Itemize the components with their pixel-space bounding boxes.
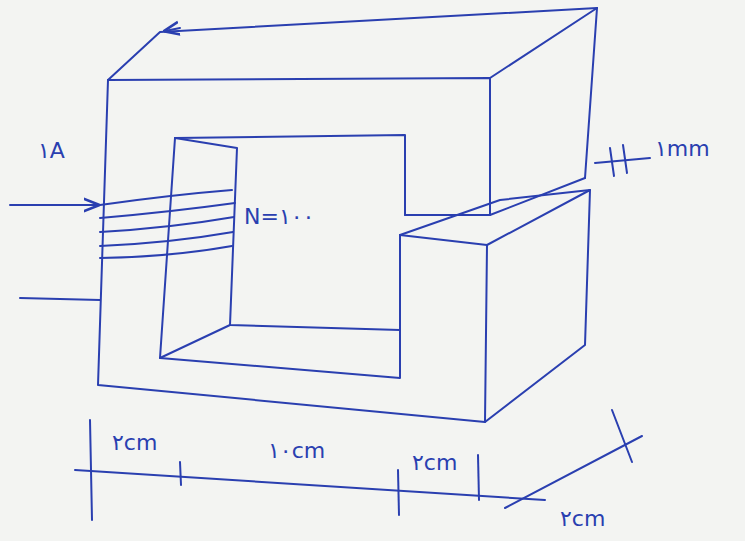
core-top-edge xyxy=(108,8,597,80)
wire-out xyxy=(20,298,100,300)
dimension-label: ۱۰cm xyxy=(268,440,325,462)
coil-turn xyxy=(100,232,233,246)
top-arrow xyxy=(165,28,180,31)
turns-label: N=۱۰۰ xyxy=(244,206,314,228)
core-front xyxy=(108,78,490,215)
coil-turn xyxy=(100,246,232,258)
dimension-tick xyxy=(478,455,479,500)
depth-dimension-line xyxy=(505,436,642,508)
dimension-label: ۲cm xyxy=(412,452,457,474)
current-label: ۱A xyxy=(38,140,65,162)
dimension-tick xyxy=(90,420,92,520)
dimension-tick xyxy=(612,410,632,462)
coil-turn xyxy=(100,190,232,205)
dimension-label: ۲cm xyxy=(560,508,605,530)
dimension-label: ۲cm xyxy=(112,432,157,454)
gap-face-lower xyxy=(400,190,590,235)
window-edge xyxy=(160,138,400,378)
gap-marker xyxy=(595,158,650,163)
gap-marker xyxy=(623,145,627,173)
window-depth xyxy=(160,325,230,358)
wire-in xyxy=(10,204,98,206)
dimension-tick xyxy=(398,470,399,515)
gap-face-lower xyxy=(400,190,590,422)
core-back xyxy=(585,8,597,178)
dimension-tick xyxy=(180,462,181,485)
window-depth xyxy=(175,138,400,330)
gap-face-upper xyxy=(405,178,585,215)
dimension-line xyxy=(75,470,545,500)
core-front xyxy=(98,80,487,422)
core-top-edge xyxy=(490,8,597,78)
window-edge xyxy=(175,135,405,215)
coil-turn xyxy=(100,217,234,232)
gap-dimension: ۱mm xyxy=(655,138,710,160)
coil-turn xyxy=(100,203,235,218)
gap-marker xyxy=(610,148,614,176)
